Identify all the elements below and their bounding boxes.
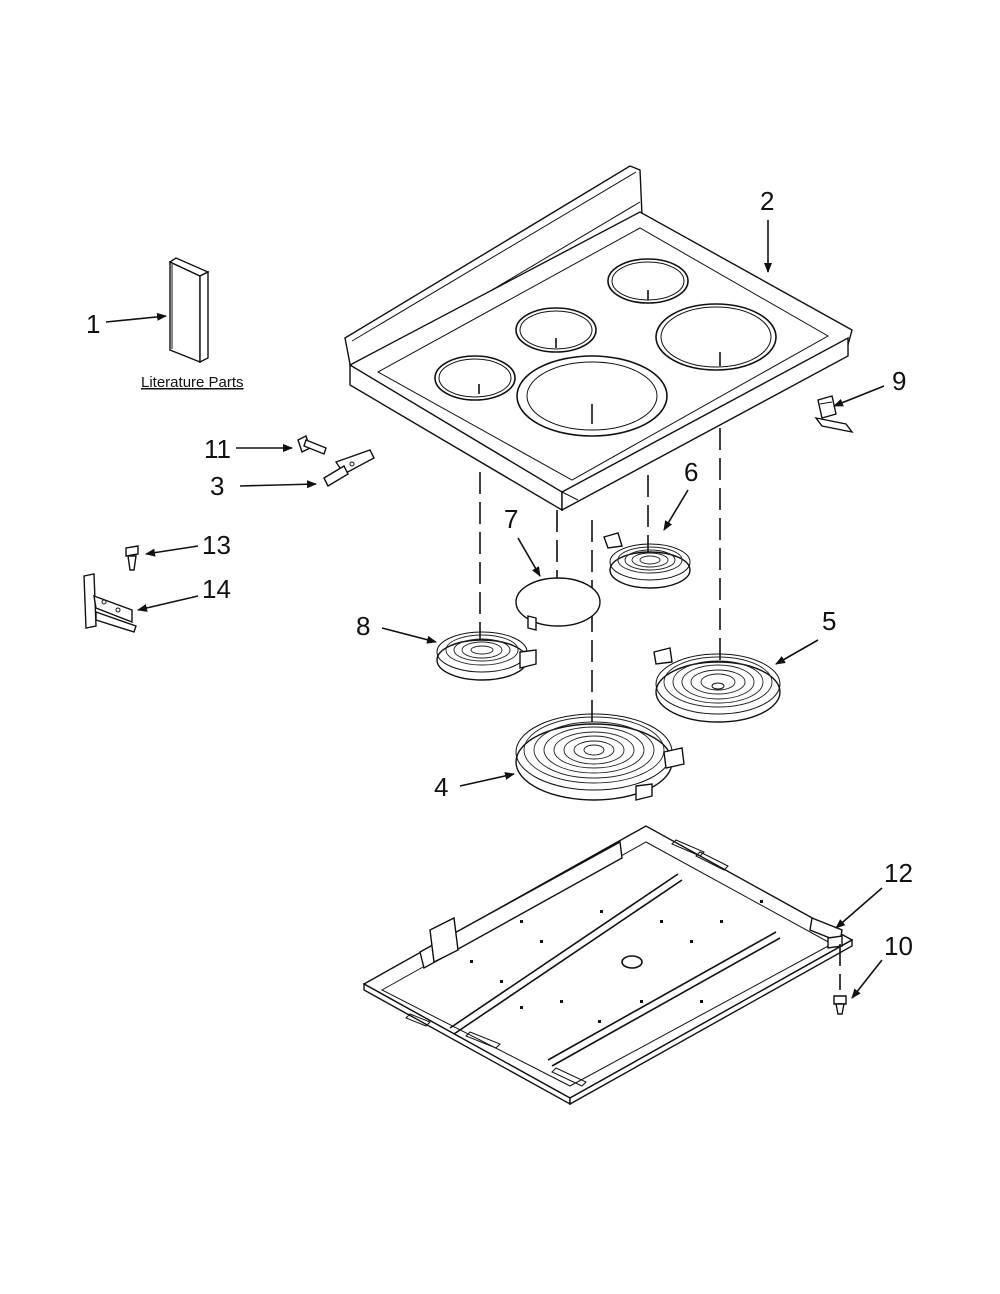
screw-part-13 (125, 545, 139, 571)
callout-14: 14 (202, 574, 231, 604)
surface-element-4 (515, 713, 685, 801)
burner-box-pan (362, 825, 854, 1106)
callout-arrows (105, 220, 885, 999)
cooktop-main-top (344, 165, 853, 512)
assembly-lines (479, 428, 721, 760)
surface-element-8 (436, 631, 537, 681)
callout-7: 7 (504, 504, 518, 534)
callout-4: 4 (434, 772, 448, 802)
screw-part-11 (297, 435, 327, 455)
callout-1: 1 (86, 309, 100, 339)
callout-13: 13 (202, 530, 231, 560)
literature-parts-label: Literature Parts (141, 374, 244, 391)
callout-10: 10 (884, 931, 913, 961)
callout-5: 5 (822, 606, 836, 636)
screw-part-10 (833, 944, 847, 1015)
bracket-part-14 (83, 573, 137, 633)
callout-2: 2 (760, 186, 774, 216)
bracket-part-3 (323, 449, 375, 487)
callout-12: 12 (884, 858, 913, 888)
glass-burner-markings (434, 258, 777, 437)
literature-book-part (168, 257, 210, 364)
clip-part-9 (814, 395, 854, 434)
callout-3: 3 (210, 471, 224, 501)
callout-6: 6 (684, 457, 698, 487)
callout-8: 8 (356, 611, 370, 641)
callout-11: 11 (204, 434, 231, 464)
callout-9: 9 (892, 366, 906, 396)
surface-element-7 (515, 577, 601, 631)
surface-element-6 (603, 532, 691, 589)
surface-element-5 (653, 647, 781, 723)
